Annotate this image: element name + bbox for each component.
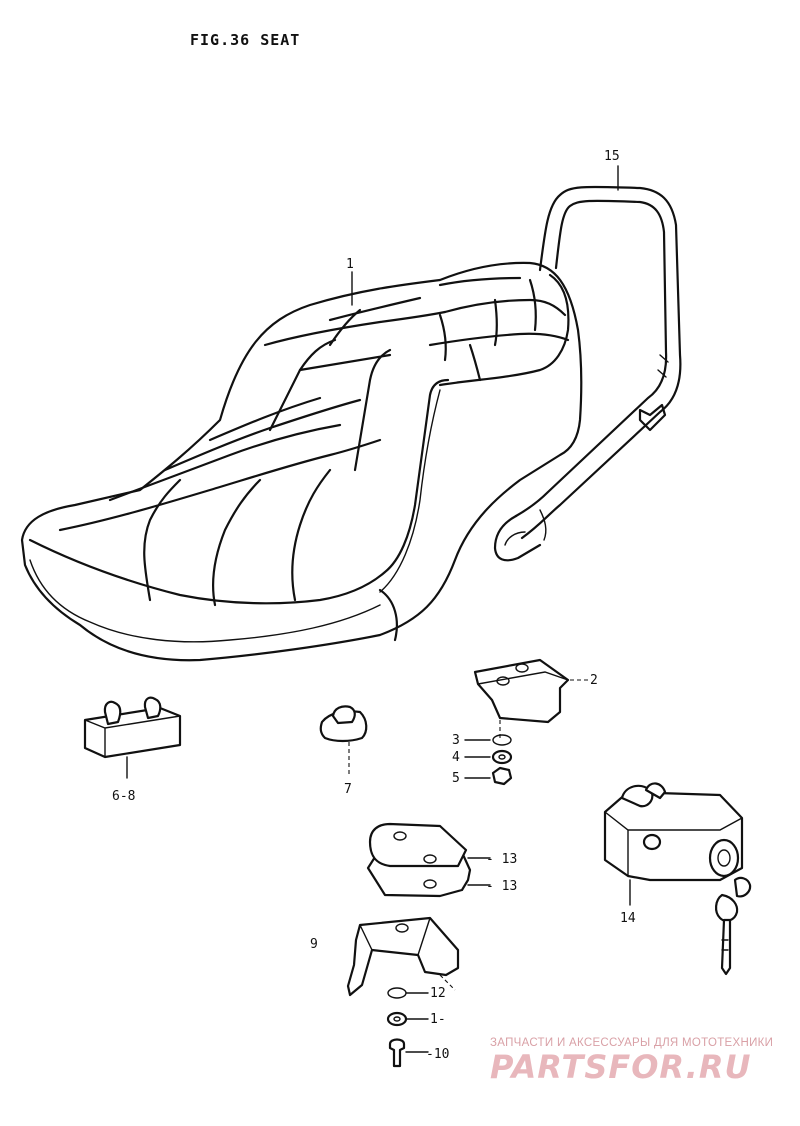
seat-drawing <box>20 261 583 662</box>
label-2: 2 <box>590 673 598 688</box>
label-1: 1 <box>346 257 354 272</box>
bracket-2-drawing <box>473 658 590 740</box>
label-4: 4 <box>452 750 460 765</box>
watermark-caption: ЗАПЧАСТИ И АКСЕССУАРЫ ДЛЯ МОТОТЕХНИКИ <box>490 1037 773 1049</box>
plates-13-drawing <box>366 822 491 898</box>
label-5: 5 <box>452 771 460 786</box>
label-11: 1- <box>430 1012 446 1027</box>
fastener-stack-3-5 <box>464 734 513 786</box>
label-9: 9 <box>310 937 318 952</box>
label-15: 15 <box>604 149 620 164</box>
label-14: 14 <box>620 911 636 926</box>
label-7: 7 <box>344 782 352 797</box>
label-10: -10 <box>426 1047 449 1062</box>
label-6-8: 6-8 <box>112 789 135 804</box>
grab-rail-drawing <box>493 185 682 562</box>
label-12: 12 <box>430 986 446 1001</box>
fastener-stack-10-12 <box>386 987 429 1068</box>
seat-lock-drawing <box>603 782 752 976</box>
cushion-single-drawing <box>319 705 368 775</box>
cushion-pair-drawing <box>83 696 182 779</box>
label-3: 3 <box>452 733 460 748</box>
label-13-upper: - 13 <box>486 852 517 867</box>
label-13-lower: - 13 <box>486 879 517 894</box>
figure-title: FIG.36 SEAT <box>190 31 300 49</box>
watermark: ЗАПЧАСТИ И АКСЕССУАРЫ ДЛЯ МОТОТЕХНИКИ PA… <box>490 1037 773 1086</box>
bracket-9-drawing <box>346 916 460 997</box>
part-labels: 15 1 2 3 4 5 6-8 7 9 -10 1- 12 - 13 - 13… <box>112 149 636 1062</box>
watermark-logo: PARTSFOR.RU <box>490 1048 751 1086</box>
